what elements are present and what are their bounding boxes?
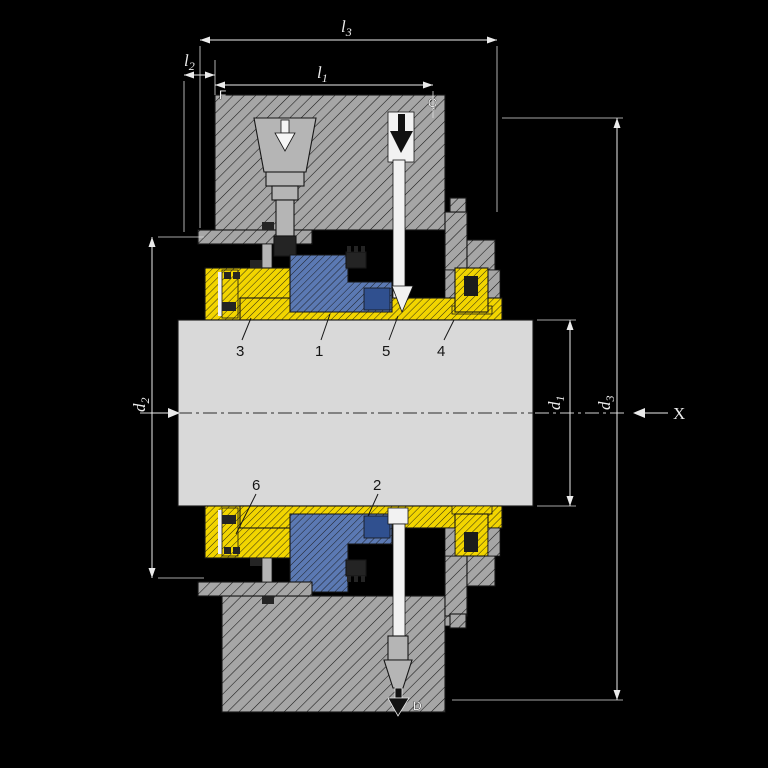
dimension-l2: l2 [183,51,215,232]
part-labels: 3 1 5 4 6 2 [235,313,455,535]
o-ring [222,302,236,311]
shaft [177,319,534,507]
port-label-flush: F [219,88,226,102]
o-ring [224,547,231,554]
quench-flow-arrow [390,114,413,153]
part-label-5: 5 [382,343,390,360]
dim-label-d1: d1 [545,396,567,411]
dim-label-d2: d2 [130,398,152,413]
part-label-2: 2 [373,477,381,494]
o-ring [224,272,231,279]
seal-gland-yellow-bottom [204,505,293,566]
spring-drive-assembly [253,117,317,257]
view-label-x: X [673,404,685,423]
part-label-1: 1 [315,343,323,360]
axis-arrow-left [150,408,180,418]
dim-label-l1: l1 [317,63,328,85]
part-label-3: 3 [236,343,244,360]
dimension-l3: l3 [199,17,498,228]
port-label-drain: D [413,699,422,713]
dimension-l1: l1 [214,60,434,118]
dim-label-l3: l3 [341,17,352,39]
dim-label-l2: l2 [184,51,195,73]
set-screw-bottom [345,559,367,582]
dimension-d3: d3 [452,117,623,701]
quench-channel-top [387,111,415,301]
seal-gap-arrow [391,285,414,314]
o-ring [222,515,236,524]
rotating-seal-face-blue-top [289,246,414,314]
dimension-d1: d1 [537,319,576,507]
view-arrow-x: X [633,404,685,423]
drain-channel-bottom [383,507,413,717]
dimension-d2: d2 [130,236,204,579]
flush-flow-arrow [274,119,296,152]
part-label-4: 4 [437,343,445,360]
set-screw-top [345,246,367,269]
part-label-6: 6 [252,477,260,494]
gland-plug-top [451,267,493,315]
gland-plug-bottom [451,505,493,559]
o-ring [233,272,240,279]
flange-plate-bottom [197,557,313,604]
o-ring [233,547,240,554]
drain-flow-arrow [387,687,410,717]
dim-label-d3: d3 [595,396,617,411]
